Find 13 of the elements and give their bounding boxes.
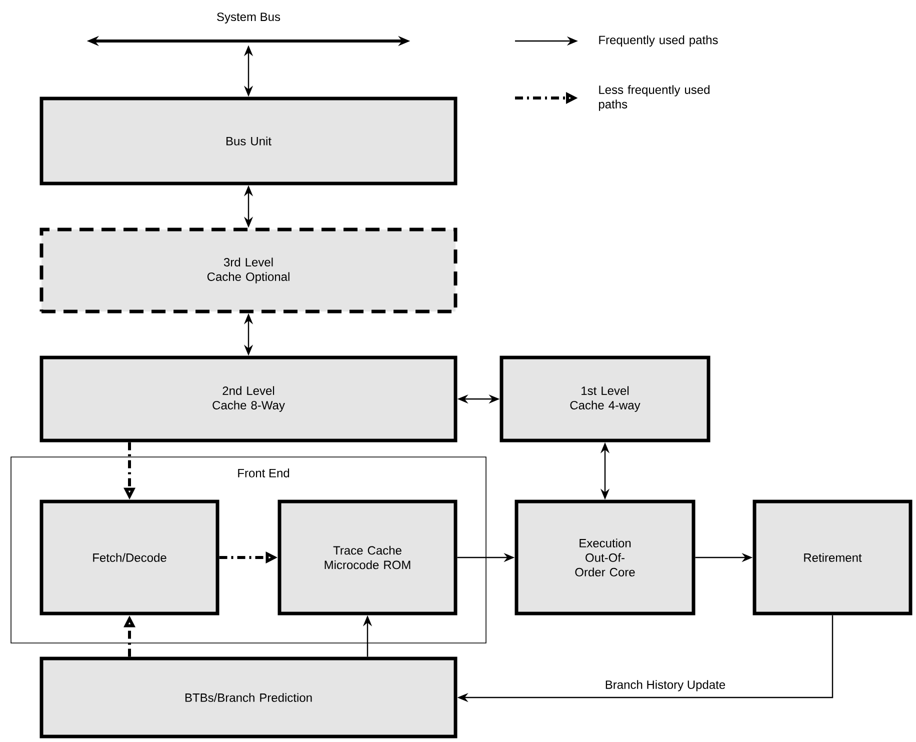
unit-box: Fetch/Decode: [40, 500, 220, 616]
unit-box: 1st Level Cache 4-way: [500, 356, 710, 442]
unit-box: Retirement: [752, 500, 912, 616]
unit-box: Trace Cache Microcode ROM: [278, 500, 458, 616]
unit-box: Execution Out-Of-Order Core: [514, 500, 696, 616]
cache-box: 3rd Level Cache Optional: [40, 228, 458, 314]
edge-label: Branch History Update: [604, 679, 727, 692]
legend-label: Frequently used paths: [599, 35, 718, 47]
unit-box: 2nd Level Cache 8-Way: [40, 356, 458, 442]
unit-box: BTBs/Branch Prediction: [40, 656, 458, 738]
bus-label: System Bus: [217, 12, 280, 24]
legend-label: Less frequently used paths: [598, 85, 710, 111]
unit-box: Bus Unit: [40, 96, 458, 186]
